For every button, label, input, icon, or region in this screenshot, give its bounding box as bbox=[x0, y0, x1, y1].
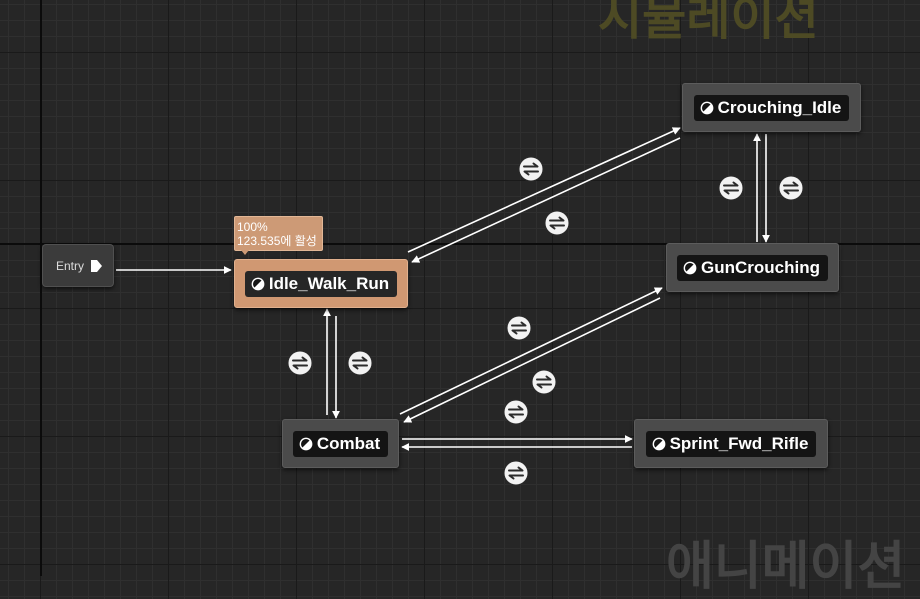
transition-rule-icon[interactable] bbox=[544, 210, 570, 236]
transition-rule-icon[interactable] bbox=[778, 175, 804, 201]
transition-wires bbox=[116, 127, 770, 451]
transition-rule-icon[interactable] bbox=[287, 350, 313, 376]
transition-rule-icon[interactable] bbox=[503, 460, 529, 486]
state-icon bbox=[700, 101, 714, 115]
transition-rule-icon[interactable] bbox=[347, 350, 373, 376]
state-node-sprint-fwd-rifle[interactable]: Sprint_Fwd_Rifle bbox=[634, 419, 828, 468]
entry-label: Entry bbox=[56, 258, 85, 273]
grid-axis-vertical bbox=[40, 0, 42, 576]
transition-rule-icon[interactable] bbox=[531, 369, 557, 395]
state-label-idle-walk-run: Idle_Walk_Run bbox=[268, 273, 390, 293]
transition-rule-icon[interactable] bbox=[503, 399, 529, 425]
entry-node[interactable]: Entry bbox=[42, 244, 114, 287]
state-icon bbox=[299, 437, 313, 451]
transition-rule-icon[interactable] bbox=[506, 315, 532, 341]
state-node-combat[interactable]: Combat bbox=[282, 419, 399, 468]
state-icon bbox=[251, 277, 265, 291]
state-label-crouching-idle: Crouching_Idle bbox=[717, 97, 842, 117]
state-label-combat: Combat bbox=[316, 433, 381, 453]
state-label-sprint-fwd-rifle: Sprint_Fwd_Rifle bbox=[669, 433, 809, 453]
state-node-crouching-idle[interactable]: Crouching_Idle bbox=[682, 83, 861, 132]
state-icon bbox=[683, 261, 697, 275]
state-node-idle-walk-run[interactable]: Idle_Walk_Run bbox=[234, 259, 408, 308]
transition-rule-icon[interactable] bbox=[718, 175, 744, 201]
transition-rule-icon[interactable] bbox=[518, 156, 544, 182]
active-state-tooltip: 100% 123.535에 활성 bbox=[234, 216, 323, 255]
state-label-gun-crouching: GunCrouching bbox=[701, 257, 820, 277]
grid-axis-horizontal bbox=[0, 243, 920, 245]
wire-gun-crouching-to-combat[interactable] bbox=[403, 297, 661, 423]
wire-crouching-idle-to-idle[interactable] bbox=[411, 137, 681, 263]
wire-combat-to-gun-crouching[interactable] bbox=[399, 287, 663, 415]
tooltip-weight: 100% bbox=[237, 220, 268, 234]
state-node-gun-crouching[interactable]: GunCrouching bbox=[666, 243, 839, 292]
wire-idle-to-crouching-idle[interactable] bbox=[407, 127, 681, 253]
tooltip-active-for: 123.535에 활성 bbox=[237, 234, 317, 248]
entry-arrow-icon bbox=[91, 259, 103, 272]
state-icon bbox=[652, 437, 666, 451]
